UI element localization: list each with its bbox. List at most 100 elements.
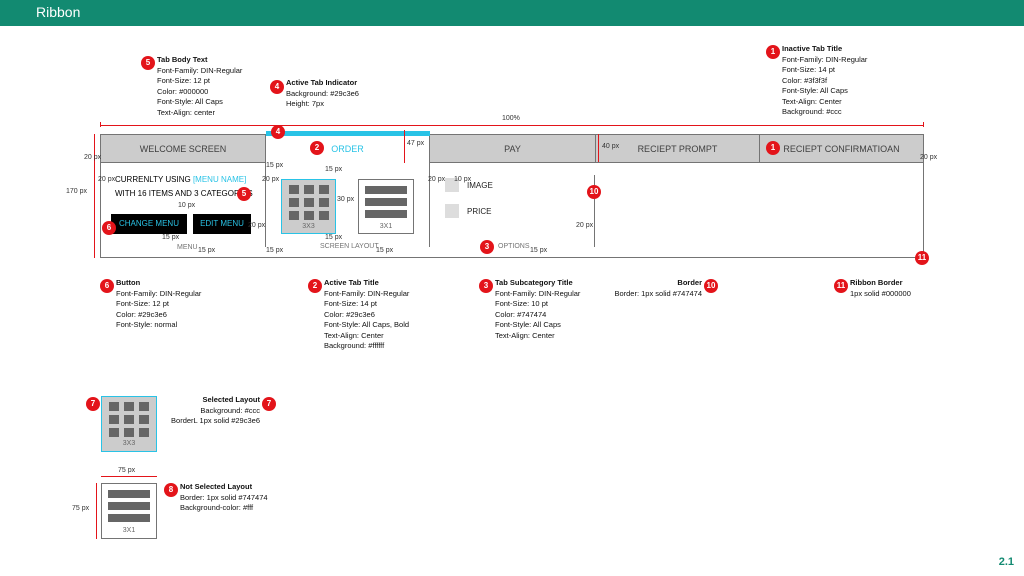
- note-title: Selected Layout: [202, 395, 260, 404]
- badge-6-note: 6: [100, 279, 114, 293]
- note-line: Font-Size: 12 pt: [116, 299, 169, 308]
- tab-order[interactable]: ORDER: [266, 135, 430, 163]
- body-prefix: CURRENLTY USING: [115, 175, 191, 184]
- tab-welcome-screen[interactable]: WELCOME SCREEN: [101, 135, 266, 163]
- padding-15: 15 px: [266, 247, 284, 254]
- badge-1: 1: [766, 45, 780, 59]
- note-line: Height: 7px: [286, 99, 324, 108]
- height-dimension-line: [94, 134, 95, 258]
- note-line: Font-Family: DIN-Regular: [157, 65, 243, 75]
- price-checkbox[interactable]: [445, 204, 459, 218]
- badge-7-sample: 7: [86, 397, 100, 411]
- dimension-tick: [100, 122, 101, 127]
- not-selected-layout-sample: 3X1: [101, 483, 157, 539]
- padding-20-left: 20 px: [84, 154, 102, 161]
- note-line: Font-Size: 12 pt: [157, 76, 210, 85]
- badge-10: 10: [587, 185, 601, 199]
- note-line: Font-Family: DIN-Regular: [324, 288, 410, 298]
- change-menu-button[interactable]: CHANGE MENU: [111, 214, 187, 234]
- note-line: Font-Family: DIN-Regular: [495, 288, 581, 298]
- badge-11-note: 11: [834, 279, 848, 293]
- padding-15: 15 px: [266, 162, 284, 169]
- note-title: Button: [116, 278, 141, 287]
- note-title: Not Selected Layout: [180, 482, 253, 491]
- padding-20: 20 px: [262, 176, 280, 183]
- page-number: 2.1: [998, 556, 1014, 568]
- note-line: 1px solid #000000: [850, 288, 911, 298]
- screen-layout-subcategory-label: SCREEN LAYOUT: [320, 243, 379, 250]
- note-line: Font-Style: All Caps: [782, 86, 848, 95]
- menu-name: [MENU NAME]: [192, 175, 247, 184]
- tab-height-line: [404, 130, 405, 163]
- note-line: Font-Style: All Caps: [495, 320, 561, 329]
- note-line: Border: 1px solid #747474: [180, 492, 268, 502]
- badge-5: 5: [141, 56, 155, 70]
- note-line: Text-Align: Center: [324, 330, 384, 340]
- tab-height-line: [598, 134, 599, 162]
- note-ribbon-border: Ribbon Border 1px solid #000000: [850, 278, 911, 299]
- note-line: Font-Style: All Caps, Bold: [324, 320, 410, 329]
- not-selected-layout-sample-label: 3X1: [122, 527, 136, 534]
- layout-3x1[interactable]: 3X1: [358, 179, 414, 234]
- note-title: Active Tab Title: [324, 278, 379, 287]
- note-line: Text-Align: center: [157, 107, 215, 117]
- note-line: Color: #000000: [157, 86, 209, 96]
- note-line: Background-color: #fff: [180, 503, 254, 512]
- note-active-tab-indicator: Active Tab Indicator Background: #29c3e6…: [286, 78, 359, 110]
- note-title: Inactive Tab Title: [782, 44, 843, 53]
- layout-3x3-label: 3X3: [302, 223, 315, 230]
- note-line: Font-Size: 10 pt: [495, 299, 548, 308]
- note-line: Font-Family: DIN-Regular: [782, 54, 868, 64]
- note-line: Font-Family: DIN-Regular: [116, 288, 202, 298]
- gap-10: 10 px: [178, 202, 196, 209]
- note-line: Text-Align: Center: [782, 96, 842, 106]
- badge-10-note: 10: [704, 279, 718, 293]
- badge-7-note: 7: [262, 397, 276, 411]
- badge-8: 8: [164, 483, 178, 497]
- height-170-label: 170 px: [66, 188, 88, 195]
- active-tab-indicator: [266, 131, 430, 136]
- layout-3x3-selected[interactable]: 3X3: [281, 179, 336, 234]
- note-line: Background: #ffffff: [324, 341, 385, 350]
- selected-layout-sample: 3X3: [101, 396, 157, 452]
- note-button: Button Font-Family: DIN-Regular Font-Siz…: [116, 278, 201, 331]
- note-title: Border: [677, 278, 702, 287]
- tab-order-label: ORDER: [331, 144, 364, 154]
- note-inactive-tab-title: Inactive Tab Title Font-Family: DIN-Regu…: [782, 44, 867, 118]
- note-title: Ribbon Border: [850, 278, 903, 287]
- height-47-label: 47 px: [407, 140, 425, 147]
- note-tab-body-text: Tab Body Text Font-Family: DIN-Regular F…: [157, 55, 242, 118]
- padding-20: 20 px: [428, 176, 446, 183]
- padding-15: 15 px: [198, 247, 216, 254]
- note-line: Background: #29c3e6: [286, 88, 359, 98]
- note-line: Text-Align: Center: [495, 330, 555, 340]
- width-75-line: [101, 476, 157, 477]
- badge-3: 3: [480, 240, 494, 254]
- section-divider: [429, 163, 430, 247]
- header-bar: Ribbon: [0, 0, 1024, 26]
- tab-reciept-prompt[interactable]: RECIEPT PROMPT: [596, 135, 760, 163]
- width-100-label: 100%: [502, 115, 520, 122]
- note-line: Background: #ccc: [200, 405, 260, 415]
- width-dimension-line: [100, 125, 924, 126]
- note-selected-layout: Selected Layout Background: #ccc BorderL…: [163, 395, 260, 427]
- image-checkbox[interactable]: [445, 178, 459, 192]
- layout-3x1-label: 3X1: [379, 223, 393, 230]
- note-border: Border Border: 1px solid #747474: [606, 278, 702, 299]
- note-active-tab-title: Active Tab Title Font-Family: DIN-Regula…: [324, 278, 409, 352]
- edit-menu-button[interactable]: EDIT MENU: [193, 214, 251, 234]
- tab-pay[interactable]: PAY: [430, 135, 596, 163]
- section-divider: [265, 163, 266, 247]
- width-75-label: 75 px: [118, 467, 136, 474]
- height-75-line: [96, 483, 97, 539]
- tab-reciept-confirmation[interactable]: RECIEPT CONFIRMATIOAN: [760, 135, 923, 163]
- padding-15: 15 px: [530, 247, 548, 254]
- padding-20-right: 20 px: [920, 154, 938, 161]
- note-line: BorderL 1px solid #29c3e6: [171, 416, 260, 425]
- note-line: Color: #747474: [495, 309, 547, 319]
- height-75-label: 75 px: [72, 505, 90, 512]
- badge-2: 2: [310, 141, 324, 155]
- section-divider: [594, 175, 595, 247]
- padding-15: 15 px: [325, 234, 343, 241]
- note-line: Color: #3f3f3f: [782, 75, 828, 85]
